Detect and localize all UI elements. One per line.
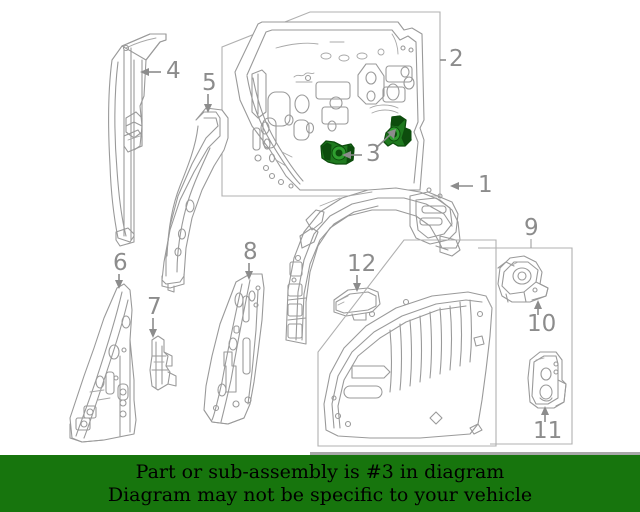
part-body-side-inner-panel: [234, 21, 425, 191]
detail-box-inner-wheelhouse: [317, 239, 497, 447]
callout-number-6: 6: [113, 250, 128, 276]
callout-number-5: 5: [202, 70, 217, 96]
part-center-pillar-reinforcement: [108, 33, 167, 247]
horizontal-scroll-strip[interactable]: [310, 452, 640, 456]
leader-10: [534, 300, 542, 315]
callout-number-8: 8: [243, 239, 258, 265]
part-striker-bracket: [527, 351, 567, 409]
leader-3: [342, 129, 396, 159]
callout-number-1: 1: [478, 172, 493, 198]
part-pillar-inner-panel: [203, 273, 265, 425]
callout-number-9: 9: [524, 215, 539, 241]
part-quarter-inner-wheelhouse-arch: [285, 187, 461, 345]
leader-1: [450, 182, 473, 190]
highlighted-part-3-left: [320, 140, 355, 165]
part-rear-pillar-reinforcement: [161, 107, 229, 293]
banner-line-2: Diagram may not be specific to your vehi…: [107, 483, 533, 506]
leader-7: [149, 318, 157, 338]
callout-number-7: 7: [147, 294, 162, 320]
part-seat-belt-anchor-bracket: [497, 255, 549, 303]
part-lower-pillar-hinge-reinforcement: [69, 283, 137, 443]
leader-4: [140, 68, 161, 76]
callout-number-12: 12: [347, 251, 377, 277]
leader-11: [541, 406, 549, 422]
highlighted-part-3-upper: [383, 115, 412, 147]
part-inner-wheelhouse-panel: [323, 291, 493, 439]
info-banner: Part or sub-assembly is #3 in diagram Di…: [0, 455, 640, 512]
leader-8: [245, 263, 253, 280]
callout-number-10: 10: [527, 311, 557, 337]
callout-number-3: 3: [366, 141, 381, 167]
leader-6: [115, 274, 123, 289]
callout-number-4: 4: [166, 58, 181, 84]
banner-line-1: Part or sub-assembly is #3 in diagram: [135, 460, 505, 483]
callout-number-11: 11: [533, 418, 563, 444]
leader-5: [204, 94, 212, 113]
part-plug-cap: [333, 287, 381, 321]
part-small-bracket: [149, 335, 177, 391]
callout-number-2: 2: [449, 46, 464, 72]
leader-12: [353, 275, 361, 292]
